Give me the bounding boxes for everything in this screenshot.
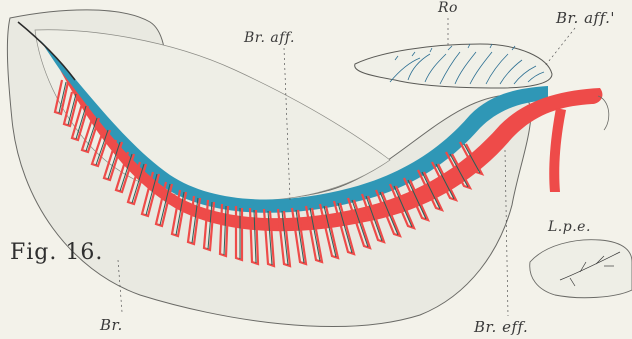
- label-ro: Ro: [438, 0, 458, 16]
- efferent-trunk: [549, 108, 566, 192]
- label-branchial: Br.: [100, 316, 123, 334]
- pseudobranch-lobe: [355, 44, 552, 88]
- label-branchial-efferent: Br. eff.: [474, 318, 528, 336]
- figure-caption: Fig. 16.: [10, 240, 103, 265]
- vessel-stub-right: [598, 96, 609, 130]
- label-branchial-afferent-prime: Br. aff.': [556, 9, 615, 27]
- label-branchial-afferent: Br. aff.: [244, 30, 295, 46]
- label-lpe: L.p.e.: [548, 219, 591, 235]
- lpe-lobe: [530, 240, 632, 298]
